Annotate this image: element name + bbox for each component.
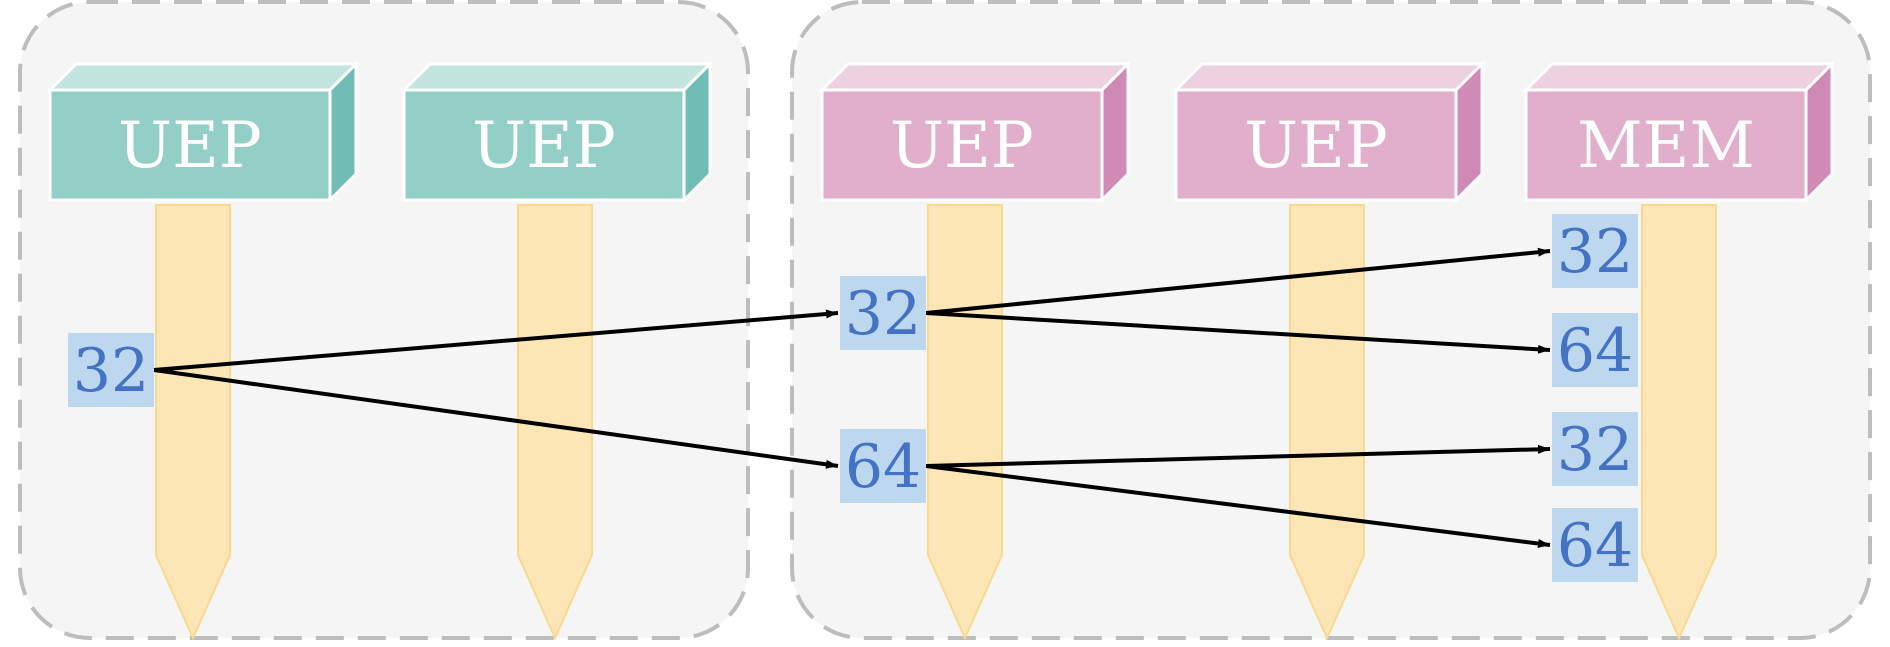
unit-box-front <box>1174 88 1458 202</box>
unit-box-front <box>48 88 332 202</box>
edge-c2-to-c4 <box>925 247 1551 315</box>
unit-box-front <box>402 88 686 202</box>
edge-c1-to-c3 <box>153 368 839 469</box>
data-chip-bg <box>1552 214 1638 288</box>
unit-box-side <box>1454 60 1484 204</box>
edge-c1-to-c2 <box>153 309 839 372</box>
chips: 32 32 64 32 64 32 64 <box>68 214 1638 582</box>
data-chip-value: 32 <box>73 336 149 406</box>
timeline-u2 <box>517 204 593 641</box>
unit-box-uep-4: UEP <box>1172 60 1486 204</box>
unit-label: UEP <box>472 109 616 183</box>
data-chip-c5: 64 <box>1552 313 1638 387</box>
unit-label: UEP <box>118 109 262 183</box>
unit-box-top <box>1522 62 1836 92</box>
unit-box-front <box>1524 88 1808 202</box>
timeline-u1 <box>155 204 231 641</box>
units: UEP UEP UEP UEP MEM <box>46 60 1836 204</box>
data-chip-bg <box>1552 508 1638 582</box>
edge-c2-to-c5 <box>925 311 1551 354</box>
unit-box-mem-5: MEM <box>1522 60 1836 204</box>
unit-box-top <box>818 62 1132 92</box>
timeline-u4 <box>1289 204 1365 641</box>
data-chip-c6: 32 <box>1552 412 1638 486</box>
data-chip-c1: 32 <box>68 333 154 407</box>
edges <box>153 247 1551 548</box>
unit-box-uep-2: UEP <box>400 60 714 204</box>
data-chip-value: 32 <box>1557 217 1633 287</box>
unit-label: MEM <box>1577 109 1755 183</box>
data-chip-bg <box>840 429 926 503</box>
data-chip-bg <box>68 333 154 407</box>
unit-box-front <box>820 88 1104 202</box>
edge-c3-to-c6 <box>925 444 1551 468</box>
data-chip-value: 64 <box>1557 511 1633 581</box>
timelines <box>155 204 1717 641</box>
data-chip-value: 64 <box>845 432 921 502</box>
unit-box-uep-3: UEP <box>818 60 1132 204</box>
data-chip-value: 32 <box>845 279 921 349</box>
data-chip-bg <box>1552 412 1638 486</box>
unit-box-side <box>1804 60 1834 204</box>
data-chip-c4: 32 <box>1552 214 1638 288</box>
edge-c3-to-c7 <box>925 464 1551 548</box>
data-chip-bg <box>1552 313 1638 387</box>
data-chip-value: 32 <box>1557 415 1633 485</box>
unit-box-top <box>46 62 360 92</box>
unit-box-side <box>682 60 712 204</box>
data-chip-c3: 64 <box>840 429 926 503</box>
data-chip-bg <box>840 276 926 350</box>
unit-label: UEP <box>1244 109 1388 183</box>
unit-box-top <box>1172 62 1486 92</box>
unit-box-side <box>328 60 358 204</box>
unit-box-side <box>1100 60 1130 204</box>
data-chip-value: 64 <box>1557 316 1633 386</box>
timeline-u3 <box>927 204 1003 641</box>
timeline-u5 <box>1641 204 1717 641</box>
unit-box-uep-1: UEP <box>46 60 360 204</box>
data-chip-c7: 64 <box>1552 508 1638 582</box>
data-chip-c2: 32 <box>840 276 926 350</box>
unit-label: UEP <box>890 109 1034 183</box>
unit-box-top <box>400 62 714 92</box>
